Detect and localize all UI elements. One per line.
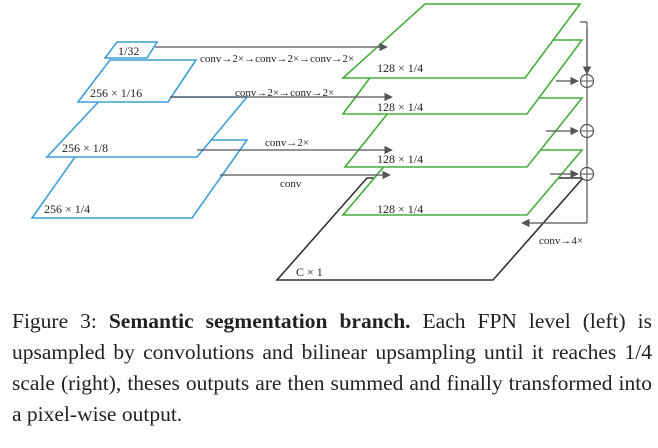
figure-caption: Figure 3: Semantic segmentation branch. … bbox=[12, 306, 652, 430]
left-level-label-1: 1/32 bbox=[118, 44, 139, 58]
caption-body: Each FPN level (left) is upsampled by co… bbox=[12, 309, 652, 426]
right-level-label-1: 128 × 1/4 bbox=[377, 61, 423, 75]
left-level-label-3: 256 × 1/8 bbox=[62, 141, 108, 155]
left-level-label-2: 256 × 1/16 bbox=[90, 86, 142, 100]
caption-title: Semantic segmentation branch. bbox=[108, 309, 411, 333]
op-label-4: conv bbox=[280, 178, 302, 190]
right-level-label-4: 128 × 1/4 bbox=[377, 202, 423, 216]
op-label-3: conv→2× bbox=[265, 137, 309, 149]
op-label-1: conv→2×→conv→2×→conv→2× bbox=[200, 53, 354, 65]
segmentation-branch-diagram: C × 1 128 × 1/4 128 × 1/4 128 × 1/4 128 … bbox=[30, 3, 595, 281]
final-op-label: conv→4× bbox=[539, 235, 583, 247]
left-level-plane-2 bbox=[76, 59, 198, 103]
op-label-2: conv→2×→conv→2× bbox=[235, 87, 334, 99]
right-level-plane-1 bbox=[340, 3, 582, 79]
right-level-label-3: 128 × 1/4 bbox=[377, 152, 423, 166]
right-level-label-2: 128 × 1/4 bbox=[377, 100, 423, 114]
left-level-plane-1 bbox=[103, 41, 159, 59]
left-level-label-4: 256 × 1/4 bbox=[44, 202, 90, 216]
caption-prefix: Figure 3: bbox=[12, 309, 109, 333]
output-label: C × 1 bbox=[296, 265, 323, 279]
